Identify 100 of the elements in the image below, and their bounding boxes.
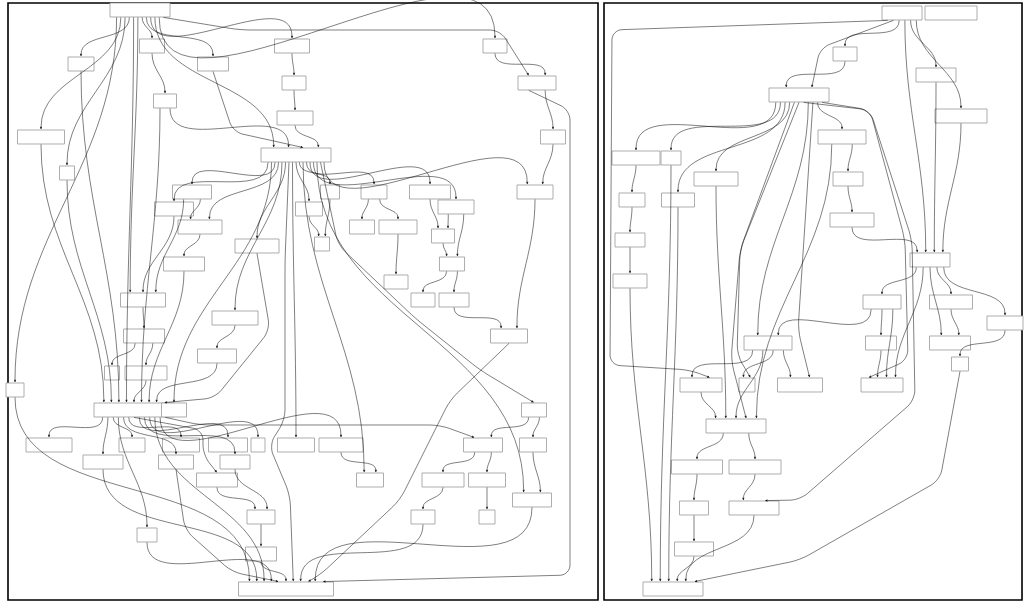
node-box	[356, 472, 384, 488]
node-box	[832, 171, 864, 187]
arrow	[154, 17, 275, 148]
arrow	[302, 162, 366, 473]
arrow	[748, 433, 756, 460]
arrow	[667, 207, 679, 582]
arrow	[80, 17, 130, 57]
node-box	[410, 509, 436, 525]
node-box	[431, 228, 455, 244]
arrow	[876, 350, 882, 378]
arrow	[453, 271, 458, 293]
arrow	[294, 125, 320, 148]
node-box	[238, 581, 334, 597]
arrow	[340, 452, 377, 473]
node-box	[728, 500, 780, 516]
arrow	[785, 61, 846, 88]
arrow	[146, 17, 214, 57]
node-box	[521, 402, 547, 418]
node-box	[118, 437, 146, 453]
node-box	[618, 192, 646, 208]
arrow	[293, 90, 296, 111]
node-box	[705, 418, 767, 434]
node-box	[986, 315, 1024, 331]
arrow	[631, 165, 637, 193]
arrow	[271, 162, 295, 582]
node-box	[614, 232, 646, 248]
arrow	[260, 561, 287, 582]
node-box	[158, 454, 194, 470]
arrow	[742, 474, 756, 501]
node-box	[438, 292, 470, 308]
arrow	[737, 102, 800, 378]
arrow	[486, 487, 488, 510]
node-box	[929, 294, 973, 310]
arrow	[735, 350, 764, 419]
arrow	[395, 234, 399, 275]
arrow	[212, 71, 303, 148]
arrow	[635, 102, 777, 151]
node-box	[124, 365, 168, 381]
arrow	[102, 469, 258, 582]
arrow	[102, 417, 109, 455]
arrow	[169, 108, 290, 148]
arrow	[48, 417, 103, 438]
arrow	[943, 267, 1006, 316]
arrow	[234, 469, 269, 510]
arrow	[292, 162, 297, 438]
node-box	[136, 527, 158, 543]
arrow	[208, 162, 279, 220]
node-box	[512, 492, 552, 508]
arrow	[844, 20, 900, 47]
arrow	[14, 397, 251, 582]
arrow	[299, 162, 331, 185]
node-box	[540, 129, 566, 145]
arrow	[66, 17, 126, 166]
node-box	[679, 377, 723, 393]
arrow	[125, 17, 134, 403]
arrow	[783, 350, 792, 378]
arrow	[777, 309, 872, 336]
arrow	[313, 162, 457, 200]
node-box	[410, 292, 436, 308]
arrow	[677, 102, 786, 193]
node-box	[693, 171, 739, 187]
arrow	[442, 452, 475, 473]
node-box	[153, 93, 177, 109]
arrow	[165, 417, 475, 438]
node-box	[829, 212, 875, 228]
arrow	[847, 144, 853, 172]
arrow	[316, 162, 525, 493]
arrow	[323, 157, 529, 189]
arrow	[676, 556, 695, 582]
node-box	[314, 236, 330, 252]
arrow	[40, 144, 105, 403]
arrow	[256, 162, 286, 239]
arrow	[191, 162, 276, 185]
node-box	[295, 201, 323, 217]
arrow	[146, 542, 273, 582]
node-box	[409, 184, 451, 200]
node-box	[909, 252, 951, 268]
node-box	[777, 377, 823, 393]
arrow	[696, 433, 724, 460]
node-box	[25, 437, 73, 453]
arrow	[234, 162, 283, 311]
arrow	[145, 343, 154, 366]
node-box	[172, 184, 212, 200]
node-box	[490, 328, 528, 344]
node-box	[881, 5, 923, 21]
arrow	[442, 243, 448, 257]
arrow	[314, 507, 533, 582]
node-box	[208, 437, 248, 453]
arrow	[361, 199, 369, 220]
node-box	[197, 56, 229, 72]
arrow	[175, 469, 279, 583]
node-box	[865, 335, 897, 351]
arrow	[916, 20, 962, 109]
arrow	[148, 271, 185, 403]
arrow	[765, 102, 916, 502]
arrow	[950, 309, 960, 336]
arrow	[324, 199, 331, 237]
arrow	[14, 17, 117, 383]
arrow	[670, 102, 781, 151]
arrow	[693, 474, 698, 501]
